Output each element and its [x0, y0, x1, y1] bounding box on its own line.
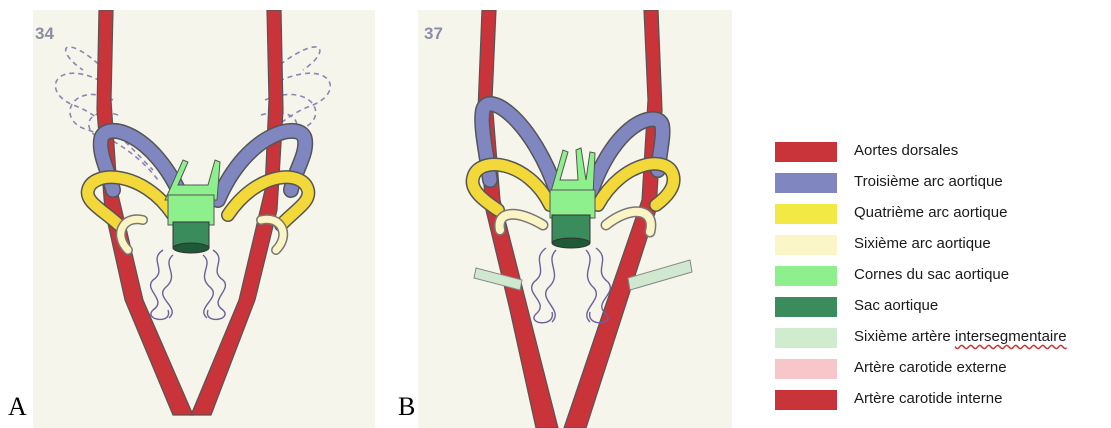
legend-label: Sac aortique [854, 297, 938, 314]
legend-label: Artère carotide interne [854, 390, 1002, 407]
aortic-sac [173, 222, 209, 253]
legend-swatch [775, 359, 837, 379]
pulmonary-plexus [532, 248, 611, 323]
legend-label: Artère carotide externe [854, 359, 1007, 376]
panel-letter-b: B [398, 392, 415, 422]
legend-label: Troisième arc aortique [854, 173, 1003, 190]
legend-label: Aortes dorsales [854, 142, 958, 159]
legend-label: Cornes du sac aortique [854, 266, 1009, 283]
panel-letter-a: A [8, 392, 27, 422]
legend-swatch [775, 297, 837, 317]
stage-number: 37 [424, 24, 443, 44]
aortic-horns [550, 148, 595, 218]
legend-swatch [775, 142, 837, 162]
panel-b-stage-37: 37 [418, 10, 732, 428]
legend-label-part-underlined: intersegmentaire [955, 328, 1067, 345]
legend-swatch [775, 328, 837, 348]
aortic-arches-diagram-a [33, 10, 375, 428]
legend-swatch [775, 235, 837, 255]
panel-a-stage-34: 34 [33, 10, 375, 428]
legend-swatch [775, 390, 837, 410]
legend-swatch [775, 204, 837, 224]
legend-swatch [775, 266, 837, 286]
pulmonary-plexus [151, 250, 226, 319]
stage-number: 34 [35, 24, 54, 44]
legend-label: Quatrième arc aortique [854, 204, 1007, 221]
legend-label-part: Sixième artère [854, 328, 951, 345]
legend-swatch [775, 173, 837, 193]
aortic-sac [552, 215, 590, 248]
legend-label: Sixième arc aortique [854, 235, 991, 252]
aortic-arches-diagram-b [418, 10, 732, 428]
legend-label: Sixième artère intersegmentaire [854, 328, 1067, 345]
